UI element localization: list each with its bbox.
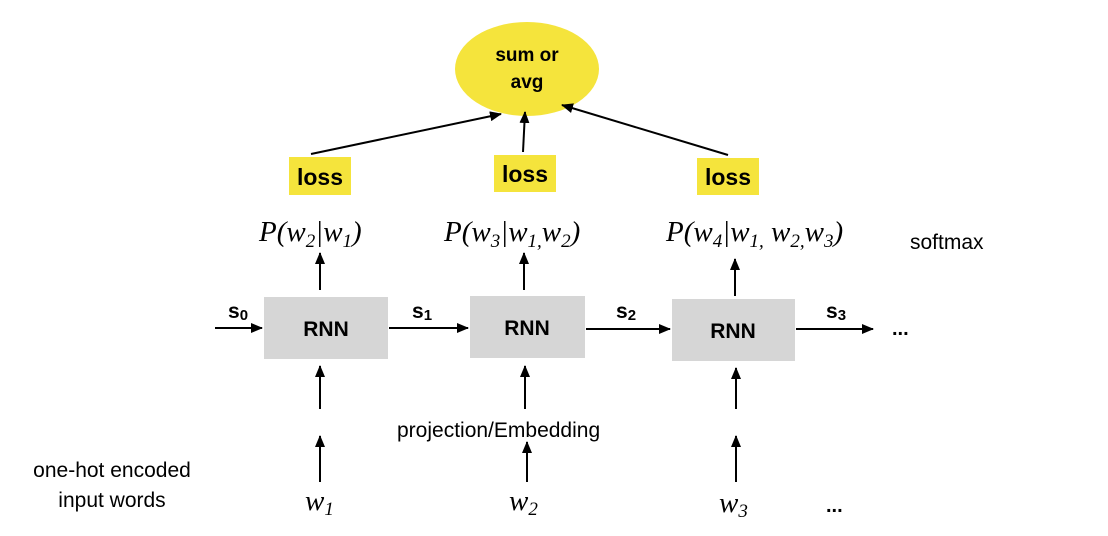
loss-label-1: loss [297, 164, 343, 190]
loss-box-3 [697, 158, 759, 195]
state-label-2: s2 [616, 300, 636, 324]
input-caption-line1: one-hot encoded [33, 459, 191, 482]
state-label-0: s0 [228, 300, 248, 324]
rnn-box-3 [672, 299, 795, 361]
rnn-box-1 [264, 297, 388, 359]
projection-label: projection/Embedding [397, 419, 600, 442]
loss-label-2: loss [502, 161, 548, 187]
arrow-loss1-to-aggregate [310, 111, 502, 155]
loss-box-2 [494, 155, 556, 192]
softmax-label: softmax [910, 231, 984, 254]
rnn-label-1: RNN [303, 318, 349, 341]
aggregate-node [455, 22, 599, 116]
aggregate-label-line2: avg [511, 72, 544, 93]
arrow-loss3-to-aggregate [561, 103, 729, 156]
loss-box-1 [289, 157, 351, 195]
rnn-box-2 [470, 296, 585, 358]
state-continuation: ... [892, 318, 909, 340]
rnn-label-2: RNN [504, 317, 550, 340]
input-word-1: w1 [305, 485, 334, 520]
rnn-label-3: RNN [710, 320, 756, 343]
probability-1: P(w2|w1) [258, 216, 362, 252]
state-label-3: s3 [826, 300, 846, 324]
input-word-2: w2 [509, 485, 538, 520]
loss-label-3: loss [705, 164, 751, 190]
input-continuation: ... [826, 495, 843, 517]
probability-3: P(w4|w1, w2,w3) [665, 216, 843, 252]
input-caption-line2: input words [58, 489, 165, 512]
input-word-3: w3 [719, 487, 748, 522]
probability-2: P(w3|w1,w2) [443, 216, 580, 252]
arrow-loss2-to-aggregate [519, 111, 530, 153]
aggregate-label-line1: sum or [495, 45, 559, 66]
state-label-1: s1 [412, 300, 432, 324]
